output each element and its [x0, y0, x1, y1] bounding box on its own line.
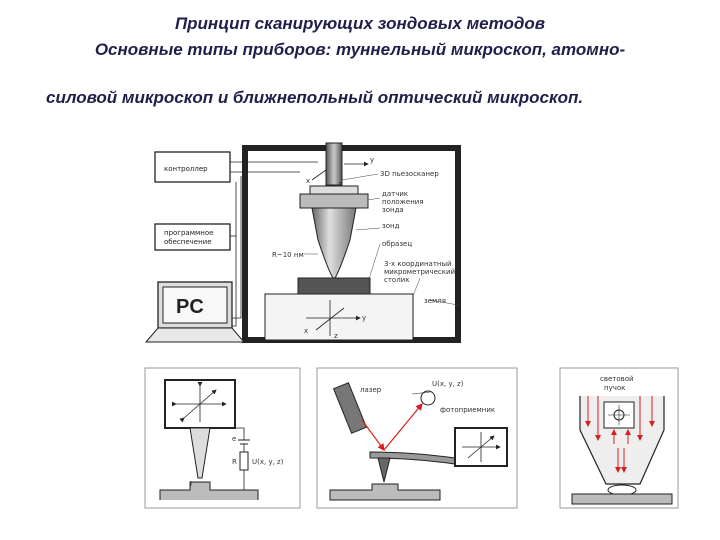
sensor-block: [299, 193, 369, 209]
radius-label: R~10 нм: [272, 251, 304, 259]
afm-panel: лазер U(x, y, z) фотоприемник: [316, 367, 518, 509]
stm-circuit-label: U(x, y, z): [252, 458, 284, 466]
stm-panel: e R U(x, y, z) I: [144, 367, 301, 509]
afm-laser-label: лазер: [360, 386, 382, 394]
stage: [264, 293, 414, 341]
controller-label: контроллер: [164, 165, 208, 173]
axis-x-stage: x: [304, 327, 308, 335]
scanner-head: [309, 185, 359, 195]
axis-x-top: x: [306, 177, 310, 185]
controller-box: [154, 151, 231, 183]
stm-r-label: R: [232, 458, 237, 466]
axis-z-stage: z: [334, 332, 338, 340]
title-line-1: Принцип сканирующих зондовых методов: [174, 14, 546, 33]
sensor-label-1: датчик: [382, 190, 408, 198]
instrument-frame: [242, 145, 461, 343]
sample: [297, 277, 371, 295]
sample-label: образец: [382, 240, 412, 248]
ground-label: земля: [424, 297, 446, 305]
sensor-label-2: положения: [382, 198, 424, 206]
afm-photodetector-label: фотоприемник: [440, 406, 495, 414]
title-line-2: Основные типы приборов: туннельный микро…: [94, 40, 626, 59]
snom-light-label-2: пучок: [604, 384, 625, 392]
probe-body: [311, 207, 357, 281]
pc-label: PC: [176, 296, 204, 318]
snom-surface: [571, 493, 673, 505]
axis-y-top: y: [370, 156, 374, 164]
stage-label-1: 3-х координатный: [384, 260, 452, 268]
axis-z-top: z: [338, 180, 342, 188]
scanner-label: 3D пьезосканер: [380, 170, 439, 178]
software-label-1: программное: [164, 229, 213, 237]
axis-y-stage: y: [362, 314, 366, 322]
title-line-3: силовой микроскоп и ближнепольный оптиче…: [46, 88, 584, 107]
pc-computer: PC: [144, 281, 246, 343]
snom-light-label-1: световой: [600, 375, 634, 383]
stage-label-2: микрометрический: [384, 268, 455, 276]
sensor-label-3: зонда: [382, 206, 404, 214]
main-diagram: контроллер программное обеспечение PC y …: [144, 142, 461, 343]
afm-laser: [332, 382, 368, 434]
software-box: [154, 223, 231, 251]
stm-i-label: I: [190, 480, 192, 488]
scanner-rod: [325, 142, 343, 186]
snom-fiber: [579, 396, 665, 485]
afm-coords-label: U(x, y, z): [432, 380, 464, 388]
afm-photodetector: [420, 390, 436, 406]
probe-label: зонд: [382, 222, 400, 230]
snom-panel: световой пучок: [559, 367, 679, 509]
stm-tip: [189, 427, 211, 479]
afm-surface: [329, 483, 441, 501]
stm-e-label: e: [232, 435, 236, 443]
software-label-2: обеспечение: [164, 238, 212, 246]
stm-surface: [159, 481, 259, 500]
stage-label-3: столик: [384, 276, 409, 284]
wire-software-controller: [232, 182, 237, 327]
